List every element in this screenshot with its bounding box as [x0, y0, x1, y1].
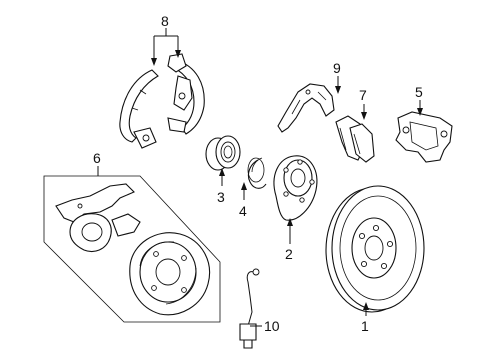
callout-3: 3 [217, 189, 225, 205]
snap-ring[interactable] [247, 157, 267, 189]
wheel-hub[interactable] [273, 155, 318, 221]
brake-pads[interactable] [335, 115, 375, 163]
caliper-bracket[interactable] [395, 111, 453, 163]
leader-lines [97, 28, 423, 327]
callout-4: 4 [239, 203, 247, 219]
brake-shoes[interactable] [119, 53, 205, 149]
callout-5: 5 [415, 84, 423, 100]
callout-labels: 8 9 7 5 6 3 4 2 10 1 [93, 13, 423, 334]
callout-9: 9 [333, 60, 341, 76]
brake-clip[interactable] [277, 83, 335, 133]
callout-8: 8 [161, 13, 169, 29]
callout-10: 10 [264, 318, 280, 334]
callout-1: 1 [361, 318, 369, 334]
callout-6: 6 [93, 150, 101, 166]
wheel-bearing[interactable] [205, 135, 241, 171]
callout-2: 2 [285, 246, 293, 262]
callout-7: 7 [359, 87, 367, 103]
abs-sensor[interactable] [239, 268, 260, 349]
backing-plate-assembly[interactable] [43, 175, 221, 323]
brake-rotor[interactable] [325, 185, 425, 313]
